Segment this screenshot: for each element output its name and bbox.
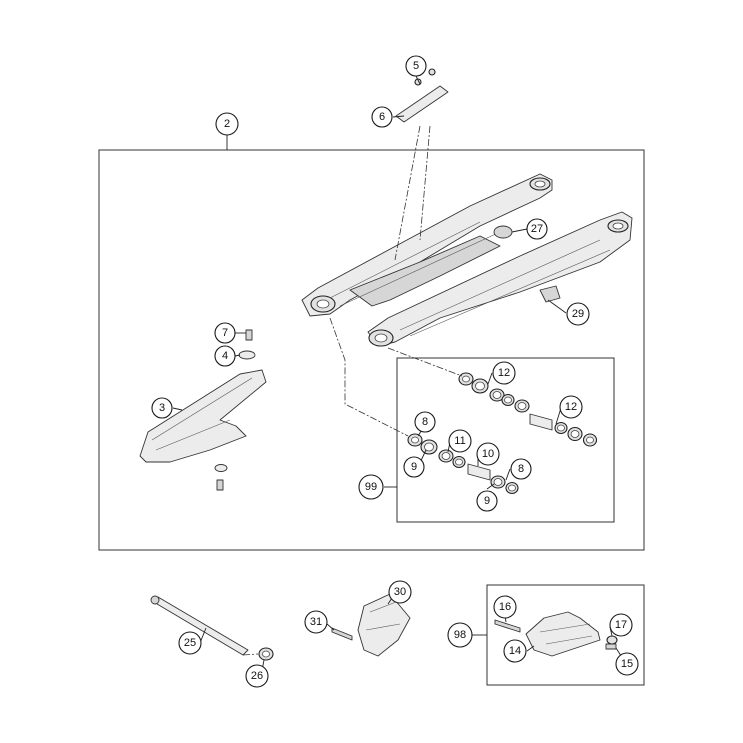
callout-label: 12	[498, 367, 510, 379]
callout-29: 29	[566, 302, 590, 326]
callout-3: 3	[151, 397, 173, 419]
callout-label: 7	[222, 327, 228, 339]
callout-98: 98	[447, 622, 473, 648]
callout-16: 16	[493, 595, 517, 619]
callout-12-upper: 12	[492, 361, 516, 385]
callout-label: 99	[365, 481, 377, 493]
swingarm-part	[301, 173, 633, 347]
callout-31: 31	[304, 610, 328, 634]
callout-5: 5	[405, 55, 427, 77]
callout-14: 14	[503, 639, 527, 663]
callout-label: 8	[518, 463, 524, 475]
callout-9-left: 9	[403, 456, 425, 478]
chain-guide-kit-parts	[494, 611, 618, 657]
callout-label: 5	[413, 60, 419, 72]
callout-26: 26	[245, 664, 269, 688]
callout-15: 15	[615, 652, 639, 676]
assembly-line	[242, 653, 259, 656]
callout-27: 27	[526, 218, 548, 240]
callout-label: 16	[499, 601, 511, 613]
main-assembly-frame	[98, 149, 645, 551]
callout-label: 3	[159, 402, 165, 414]
callout-label: 10	[482, 448, 494, 460]
callout-label: 31	[310, 616, 322, 628]
callout-label: 9	[411, 461, 417, 473]
chain-slider-3-part	[139, 329, 267, 491]
callout-label: 26	[251, 670, 263, 682]
assembly-line	[394, 125, 421, 261]
callout-label: 30	[394, 586, 406, 598]
callout-label: 2	[224, 118, 230, 130]
callout-25: 25	[178, 631, 202, 655]
callout-label: 98	[454, 629, 466, 641]
assembly-line	[387, 347, 463, 377]
callout-30: 30	[388, 580, 412, 604]
callout-label: 29	[572, 308, 584, 320]
axle-part	[150, 595, 274, 661]
callout-label: 15	[621, 658, 633, 670]
callout-17: 17	[609, 613, 633, 637]
callout-10: 10	[476, 442, 500, 466]
callout-label: 14	[509, 645, 521, 657]
callout-label: 11	[454, 435, 465, 447]
assembly-line	[329, 317, 409, 437]
callout-8-left: 8	[414, 411, 436, 433]
assembly-line	[419, 125, 431, 241]
callout-label: 4	[222, 350, 228, 362]
chain-slider-part	[395, 68, 449, 123]
callout-7: 7	[214, 322, 236, 344]
callout-label: 6	[379, 111, 385, 123]
callout-label: 8	[422, 416, 428, 428]
bearing-kit-parts	[407, 372, 598, 495]
callout-8-right: 8	[510, 458, 532, 480]
callout-6: 6	[371, 106, 393, 128]
callout-12-lower: 12	[559, 395, 583, 419]
callout-label: 17	[615, 619, 627, 631]
callout-2: 2	[215, 112, 239, 136]
callout-4: 4	[214, 345, 236, 367]
callout-11: 11	[448, 429, 472, 453]
callout-label: 12	[565, 401, 577, 413]
callout-label: 27	[531, 223, 543, 235]
bearing-kit-frame	[396, 357, 615, 523]
callout-label: 25	[184, 637, 196, 649]
callout-label: 9	[484, 495, 490, 507]
callout-99: 99	[358, 474, 384, 500]
callout-9-right: 9	[476, 490, 498, 512]
